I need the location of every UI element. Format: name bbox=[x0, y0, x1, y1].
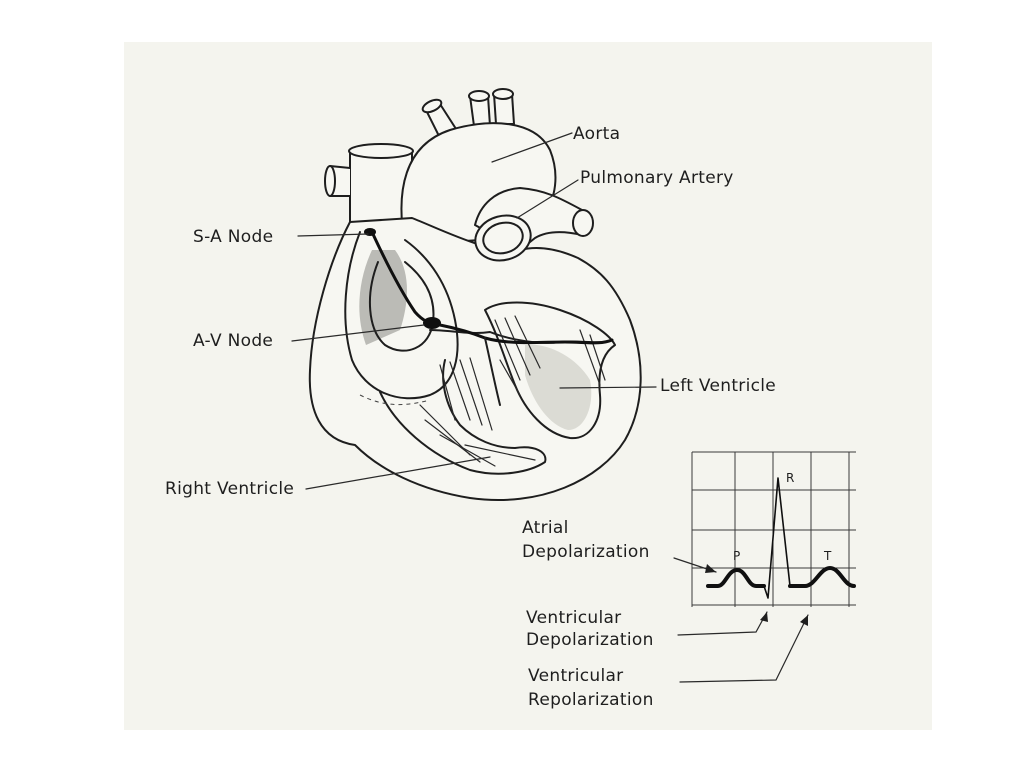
sa-node-mark bbox=[364, 228, 376, 236]
label-left-ventricle: Left Ventricle bbox=[660, 376, 776, 396]
ecg-label-p: P bbox=[733, 549, 740, 563]
right-ventricle-leader bbox=[305, 456, 491, 490]
label-right-ventricle: Right Ventricle bbox=[165, 479, 294, 499]
pulmonary-branch-opening bbox=[572, 209, 594, 237]
side-vessel-opening bbox=[324, 165, 336, 197]
left-ventricle-chordae bbox=[494, 315, 606, 396]
pulmonary-artery-opening bbox=[474, 214, 532, 262]
ecg-label-t: T bbox=[823, 549, 832, 563]
label-ventricular-repol-2: Repolarization bbox=[528, 690, 654, 710]
label-atrial-1: Atrial bbox=[522, 518, 569, 538]
heart-illustration bbox=[308, 88, 642, 502]
left-ventricle-leader bbox=[559, 386, 657, 389]
left-ventricle-shading bbox=[525, 344, 592, 430]
heart-labels: Aorta Pulmonary Artery S-A Node A-V Node… bbox=[165, 124, 776, 499]
ecg-chart: P R T bbox=[691, 451, 856, 607]
av-node-mark bbox=[423, 317, 441, 329]
right-atrium bbox=[344, 231, 459, 400]
label-pulmonary-artery: Pulmonary Artery bbox=[580, 168, 734, 188]
label-sa-node: S-A Node bbox=[193, 227, 273, 247]
ventricular-depol-arrow bbox=[677, 611, 768, 636]
left-ventricle-chamber bbox=[484, 301, 616, 440]
right-ventricle-chamber bbox=[379, 359, 547, 475]
label-ventricular-depol-1: Ventricular bbox=[526, 608, 621, 628]
aorta-leader bbox=[491, 132, 573, 163]
ecg-t-wave bbox=[788, 566, 856, 588]
ecg-qrs bbox=[763, 477, 791, 599]
label-atrial-2: Depolarization bbox=[522, 542, 650, 562]
bundle-branch bbox=[484, 337, 501, 406]
ecg-label-r: R bbox=[786, 471, 794, 485]
pulmonary-artery-leader bbox=[516, 179, 579, 219]
label-av-node: A-V Node bbox=[193, 331, 273, 351]
sa-node-leader bbox=[297, 233, 369, 237]
label-ventricular-repol-1: Ventricular bbox=[528, 666, 623, 686]
conduction-pathway bbox=[370, 230, 614, 345]
av-node-leader bbox=[291, 324, 425, 342]
ventricular-repol-arrow bbox=[679, 614, 809, 683]
right-ventricle-trabeculae bbox=[419, 357, 536, 467]
label-ventricular-depol-2: Depolarization bbox=[526, 630, 654, 650]
vena-cava-opening bbox=[348, 143, 414, 159]
ecg-labels: Atrial Depolarization Ventricular Depola… bbox=[522, 518, 809, 710]
label-aorta: Aorta bbox=[573, 124, 620, 144]
ecg-waveform bbox=[706, 568, 766, 588]
